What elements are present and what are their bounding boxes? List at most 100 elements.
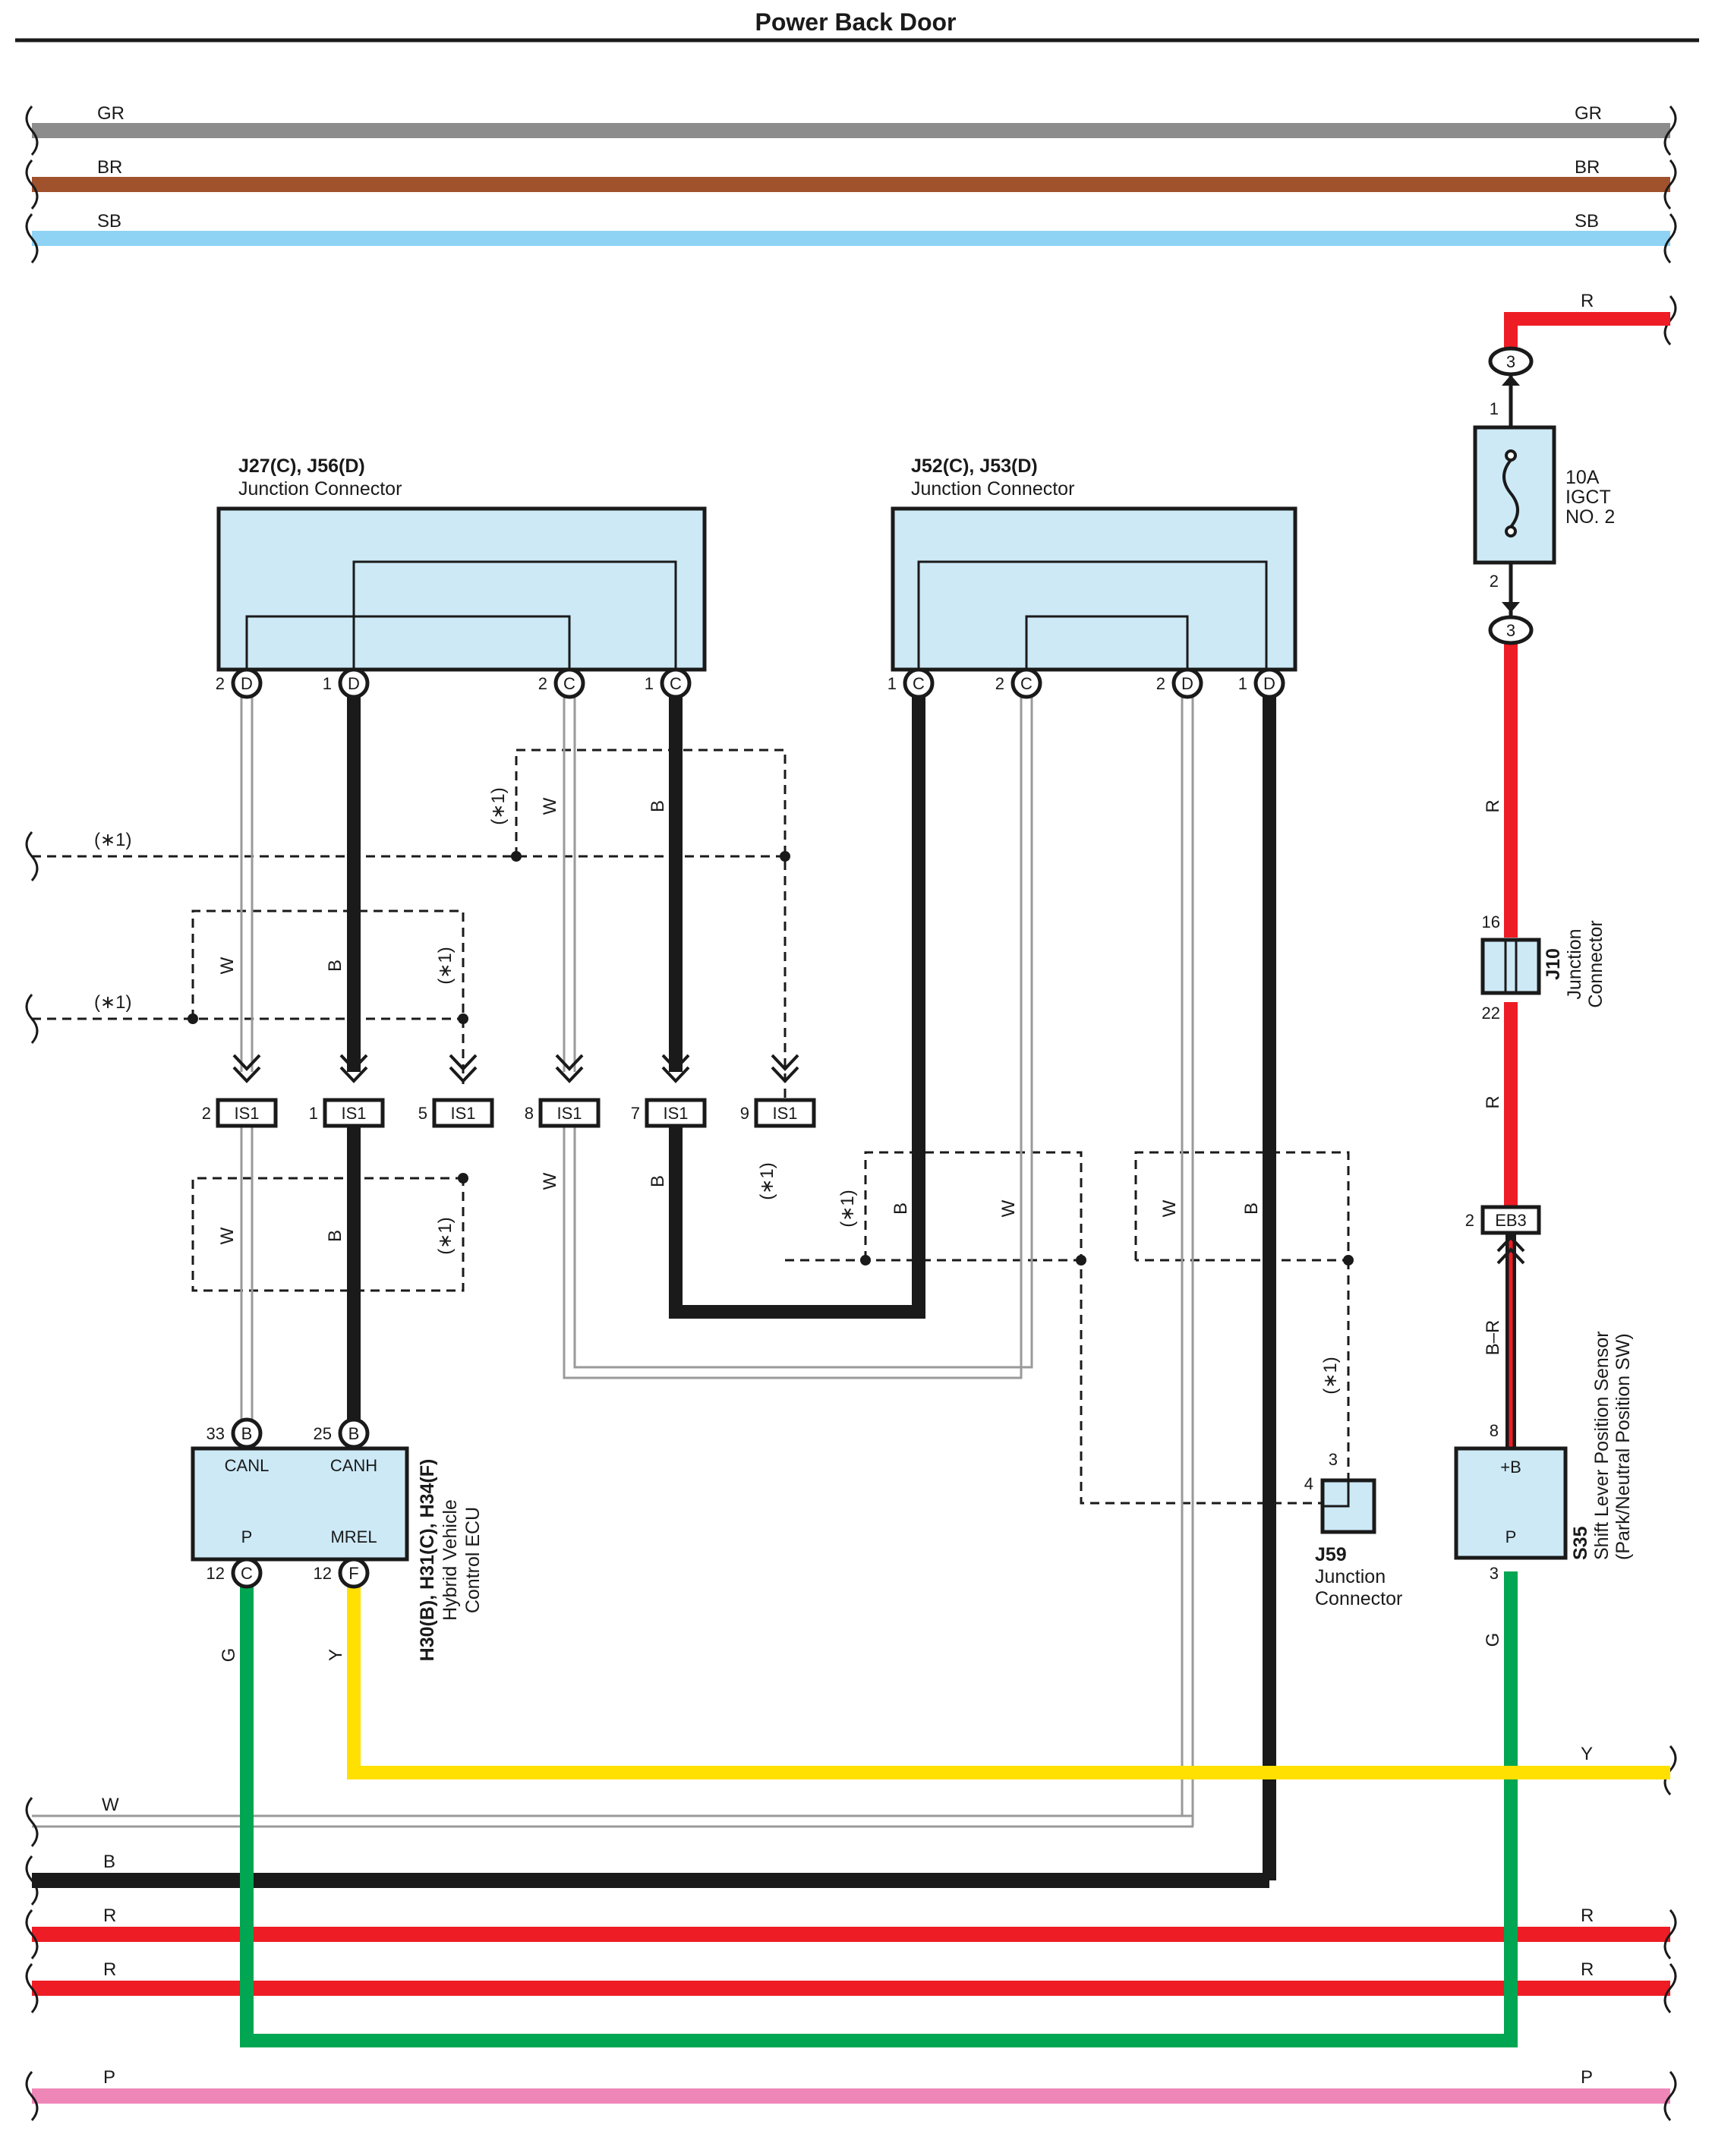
j52-pin-number: 2 <box>995 674 1004 693</box>
ecu-desc-2: Control ECU <box>462 1507 484 1613</box>
wire-label-b: B <box>1241 1203 1262 1215</box>
ecu-pin-letter: B <box>241 1424 253 1443</box>
j10-pin-top: 16 <box>1482 913 1500 931</box>
is1-pin-number: 2 <box>202 1104 211 1123</box>
shift-lever-sensor-s35 <box>1454 1446 1568 1560</box>
label-gr-left: GR <box>97 103 125 124</box>
junction-connector-j27 <box>216 506 707 672</box>
label-p-left: P <box>103 2067 115 2088</box>
fuse-pin-out: 2 <box>1490 572 1499 591</box>
j27-type: Junction Connector <box>238 478 402 500</box>
ecu-pin-number: 33 <box>207 1424 225 1443</box>
label-r1-left: R <box>103 1905 116 1926</box>
fuse-connector-ovals <box>1488 346 1534 645</box>
s35-terminal-p: P <box>1505 1527 1517 1546</box>
note-label: (∗1) <box>94 992 131 1013</box>
wire-label-b: B <box>648 1175 668 1187</box>
wire-label-b: B <box>325 960 345 972</box>
j52-pin-number: 1 <box>1238 674 1247 693</box>
j27-pin-letter: C <box>563 674 575 693</box>
j52-pin-number: 1 <box>888 674 897 693</box>
note-labels: (∗1) (∗1) (∗1) (∗1) (∗1) (∗1) (∗1) (∗1) <box>94 787 1341 1394</box>
wire-label-g: G <box>219 1648 239 1663</box>
j59-desc-1: Junction <box>1315 1566 1386 1587</box>
fuse-rating: 10A <box>1565 467 1600 488</box>
is1-pin-number: 7 <box>631 1104 640 1123</box>
junction-connector-j10 <box>1480 938 1541 995</box>
wire-label-r: R <box>1483 1095 1503 1108</box>
label-br-right: BR <box>1575 157 1600 178</box>
note-label: (∗1) <box>837 1190 858 1227</box>
wire-y-ecu <box>347 1579 1670 1779</box>
s35-pin-top: 8 <box>1490 1421 1499 1440</box>
page-title: Power Back Door <box>755 8 957 36</box>
is1-label: IS1 <box>341 1104 366 1123</box>
eb3-pin-number: 2 <box>1465 1211 1474 1230</box>
is1-label: IS1 <box>772 1104 797 1123</box>
black-wires <box>347 687 1276 1880</box>
ecu-terminal-canh: CANH <box>330 1456 377 1475</box>
s35-terminal-plus-b: +B <box>1500 1458 1521 1477</box>
ecu-pin-number: 25 <box>314 1424 332 1443</box>
wire-label-y: Y <box>1581 1744 1593 1764</box>
white-wires <box>240 687 1194 1827</box>
is1-pin-number: 5 <box>418 1104 427 1123</box>
label-sb-right: SB <box>1575 211 1599 232</box>
fuse-conn-bottom: 3 <box>1506 621 1515 640</box>
junction-connector-j52 <box>891 506 1297 672</box>
j27-pin-letter: D <box>241 674 253 693</box>
fuse-conn-top: 3 <box>1506 352 1515 371</box>
j27-pin-number: 2 <box>538 674 547 693</box>
eb3-label: EB3 <box>1495 1211 1527 1230</box>
is1-pin-number: 9 <box>740 1104 749 1123</box>
ecu-pin-circles <box>231 1417 370 1589</box>
note-label: (∗1) <box>757 1162 777 1199</box>
label-gr-right: GR <box>1575 103 1602 124</box>
wire-label-r: R <box>1581 291 1594 311</box>
j10-pin-bottom: 22 <box>1482 1004 1500 1023</box>
j52-pin-letter: C <box>1020 674 1033 693</box>
is1-pin-number: 8 <box>525 1104 534 1123</box>
label-b-bus: B <box>103 1852 115 1872</box>
fuse-box <box>1473 425 1556 565</box>
j27-pin-letter: D <box>348 674 360 693</box>
label-sb-left: SB <box>97 211 121 232</box>
j59-desc-2: Connector <box>1315 1588 1402 1609</box>
ecu-desc-1: Hybrid Vehicle <box>440 1499 461 1621</box>
j27-pin-letter: C <box>670 674 682 693</box>
top-bus-wires <box>32 123 1670 246</box>
label-w-bus: W <box>102 1795 119 1815</box>
is1-arrows <box>232 1054 799 1083</box>
s35-pin-bottom: 3 <box>1490 1564 1499 1583</box>
j10-desc-2: Connector <box>1585 920 1606 1007</box>
ecu-name: H30(B), H31(C), H34(F) <box>417 1459 438 1662</box>
wire-label-y: Y <box>326 1649 346 1661</box>
is1-connectors <box>216 1098 816 1128</box>
j52-pin-letter: D <box>1263 674 1275 693</box>
wire-label-w: W <box>998 1199 1019 1217</box>
is1-pin-number: 1 <box>309 1104 318 1123</box>
label-r2-right: R <box>1581 1959 1594 1980</box>
wire-label-g: G <box>1483 1633 1503 1647</box>
wire-label-w: W <box>217 1227 238 1244</box>
wire-g-ecu <box>240 1571 1518 2047</box>
junction-pin-circles <box>231 667 1285 699</box>
eb3-connector <box>1480 1205 1541 1235</box>
j59-name: J59 <box>1315 1544 1347 1565</box>
s35-desc-1: Shift Lever Position Sensor <box>1591 1331 1613 1560</box>
junction-dots <box>188 851 1354 1266</box>
ecu-pin-number: 12 <box>207 1564 225 1583</box>
note-label: (∗1) <box>488 787 509 824</box>
ecu-terminal-p: P <box>241 1527 253 1546</box>
fuse-arrows <box>1502 375 1520 613</box>
note-label: (∗1) <box>435 1217 456 1254</box>
optional-circuit-dashed <box>32 749 1350 1505</box>
j27-pin-number: 1 <box>323 674 332 693</box>
j27-pin-number: 2 <box>216 674 225 693</box>
is1-label: IS1 <box>450 1104 475 1123</box>
wire-label-w: W <box>1159 1199 1180 1217</box>
ecu-pin-letter: C <box>241 1564 253 1583</box>
fuse-name-2: NO. 2 <box>1565 506 1615 528</box>
j52-pin-number: 2 <box>1156 674 1165 693</box>
